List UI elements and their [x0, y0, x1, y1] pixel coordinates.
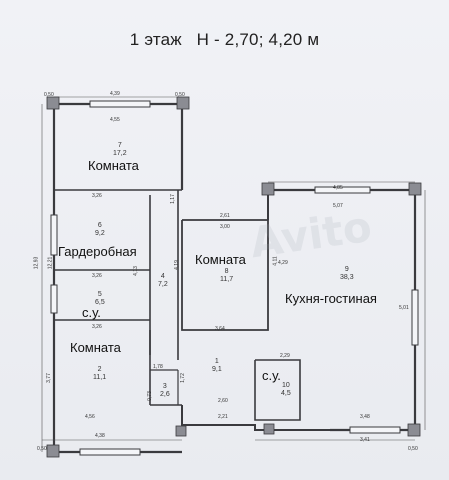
- corner-tl-kitchen: [261, 182, 275, 196]
- room6-label: Гардеробная: [58, 244, 137, 259]
- dim-4-11: 4,11: [272, 256, 279, 266]
- dim-1-72: 1,72: [179, 373, 186, 383]
- dim-0-50-bl: 0,50: [37, 446, 47, 452]
- dim-4-38: 4,38: [95, 433, 105, 439]
- dim-3-48: 3,48: [360, 414, 370, 420]
- dim-3-26-a: 3,26: [92, 193, 102, 199]
- window-top-room7: [89, 100, 151, 108]
- room8-label: Комната: [195, 252, 246, 267]
- dim-4-56: 4,56: [85, 414, 95, 420]
- dim-0-50-tr: 0,50: [175, 92, 185, 98]
- dim-3-26-c: 3,26: [92, 324, 102, 330]
- floor-title: 1 этаж H - 2,70; 4,20 м: [129, 30, 320, 49]
- dim-4-55: 4,55: [110, 117, 120, 123]
- window-bottom-left: [79, 448, 141, 456]
- corner-tl: [46, 96, 60, 110]
- window-bottom-kitchen: [349, 426, 401, 434]
- corner-br-kitchen: [407, 423, 421, 437]
- dim-2-21: 2,21: [218, 414, 228, 420]
- corner-br-left: [175, 425, 187, 437]
- dim-3-26-b: 3,26: [92, 273, 102, 279]
- dim-0-50-tl: 0,50: [44, 92, 54, 98]
- dim-0-50-br: 0,50: [408, 446, 418, 452]
- room10-label: с.у.: [262, 368, 281, 383]
- wall-bottom-entrance: [181, 405, 330, 431]
- window-right-kitchen: [411, 289, 419, 346]
- dim-3-64: 3,64: [215, 326, 225, 332]
- room5-label: с.у.: [82, 305, 101, 320]
- dim-3-77: 3,77: [45, 373, 52, 383]
- dim-3-41: 3,41: [360, 437, 370, 443]
- corner-tr-kitchen: [408, 182, 422, 196]
- window-left-room6: [50, 214, 58, 256]
- room7-label: Комната: [88, 158, 139, 173]
- window-left-room5: [50, 284, 58, 314]
- dim-0-73: 0,73: [146, 391, 153, 401]
- dim-4-85: 4,85: [333, 185, 343, 191]
- wall-bathroom10: [254, 359, 301, 421]
- dim-3-00: 3,00: [220, 224, 230, 230]
- corner-bottom-mid: [263, 423, 275, 435]
- dim-2-60: 2,60: [218, 398, 228, 404]
- dim-2-61: 2,61: [220, 213, 230, 219]
- corner-tr-room7: [176, 96, 190, 110]
- room2-label: Комната: [70, 340, 121, 355]
- dim-2-29: 2,29: [280, 353, 290, 359]
- dim-4-19: 4,19: [173, 260, 180, 270]
- dim-4-13: 4,13: [132, 266, 139, 276]
- dim-1-17: 1,17: [169, 194, 176, 204]
- dim-1-78: 1,78: [153, 364, 163, 370]
- wall-room8: [181, 219, 269, 331]
- dim-4-29: 4,29: [278, 260, 288, 266]
- dim-4-39: 4,39: [110, 91, 120, 97]
- dim-12-93: 12,93: [33, 256, 40, 270]
- window-top-kitchen: [314, 186, 371, 194]
- dim-5-01: 5,01: [399, 305, 409, 311]
- room9-label: Кухня-гостиная: [285, 291, 377, 306]
- corner-bl: [46, 444, 60, 458]
- dim-12-21: 12,21: [47, 256, 54, 270]
- dim-5-07: 5,07: [333, 203, 343, 209]
